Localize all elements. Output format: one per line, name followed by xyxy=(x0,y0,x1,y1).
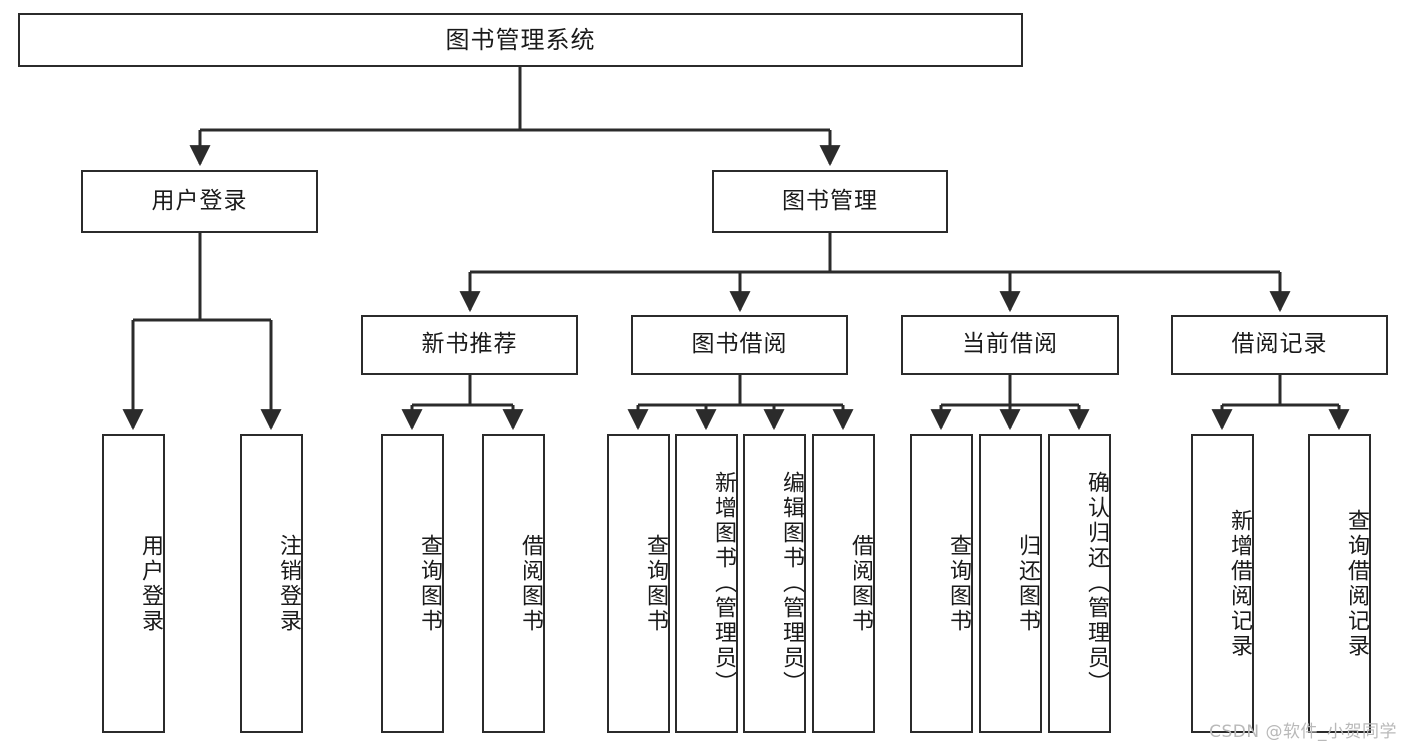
leaf-label: 注销登录 xyxy=(276,533,301,634)
leaf-current-borrow-return-book[interactable]: 归还图书 xyxy=(979,434,1042,733)
node-root-book-management-system[interactable]: 图书管理系统 xyxy=(18,13,1023,67)
leaf-label: 编辑图书（管理员） xyxy=(779,471,804,696)
node-book-borrow[interactable]: 图书借阅 xyxy=(631,315,848,375)
leaf-label: 借阅图书 xyxy=(848,533,873,634)
leaf-current-borrow-confirm-return-admin[interactable]: 确认归还（管理员） xyxy=(1048,434,1111,733)
leaf-book-borrow-borrow-book[interactable]: 借阅图书 xyxy=(812,434,875,733)
leaf-book-borrow-edit-book-admin[interactable]: 编辑图书（管理员） xyxy=(743,434,806,733)
leaf-new-book-borrow-book[interactable]: 借阅图书 xyxy=(482,434,545,733)
csdn-watermark: CSDN @软件_小贺同学 xyxy=(1209,722,1397,742)
node-book-management[interactable]: 图书管理 xyxy=(712,170,948,233)
node-user-login[interactable]: 用户登录 xyxy=(81,170,318,233)
leaf-user-login-login[interactable]: 用户登录 xyxy=(102,434,165,733)
leaf-label: 查询借阅记录 xyxy=(1344,508,1369,659)
leaf-label: 查询图书 xyxy=(643,533,668,634)
leaf-new-book-query-book[interactable]: 查询图书 xyxy=(381,434,444,733)
leaf-book-borrow-add-book-admin[interactable]: 新增图书（管理员） xyxy=(675,434,738,733)
leaf-user-login-logout[interactable]: 注销登录 xyxy=(240,434,303,733)
leaf-label: 借阅图书 xyxy=(518,533,543,634)
leaf-label: 用户登录 xyxy=(138,533,163,634)
leaf-label: 新增图书（管理员） xyxy=(711,471,736,696)
node-borrow-record[interactable]: 借阅记录 xyxy=(1171,315,1388,375)
leaf-book-borrow-query-book[interactable]: 查询图书 xyxy=(607,434,670,733)
leaf-label: 查询图书 xyxy=(946,533,971,634)
node-current-borrow[interactable]: 当前借阅 xyxy=(901,315,1119,375)
leaf-label: 归还图书 xyxy=(1015,533,1040,634)
leaf-label: 新增借阅记录 xyxy=(1227,508,1252,659)
leaf-borrow-record-query-record[interactable]: 查询借阅记录 xyxy=(1308,434,1371,733)
node-new-book-recommend[interactable]: 新书推荐 xyxy=(361,315,578,375)
leaf-current-borrow-query-book[interactable]: 查询图书 xyxy=(910,434,973,733)
leaf-label: 查询图书 xyxy=(417,533,442,634)
leaf-label: 确认归还（管理员） xyxy=(1084,471,1109,696)
leaf-borrow-record-add-record[interactable]: 新增借阅记录 xyxy=(1191,434,1254,733)
